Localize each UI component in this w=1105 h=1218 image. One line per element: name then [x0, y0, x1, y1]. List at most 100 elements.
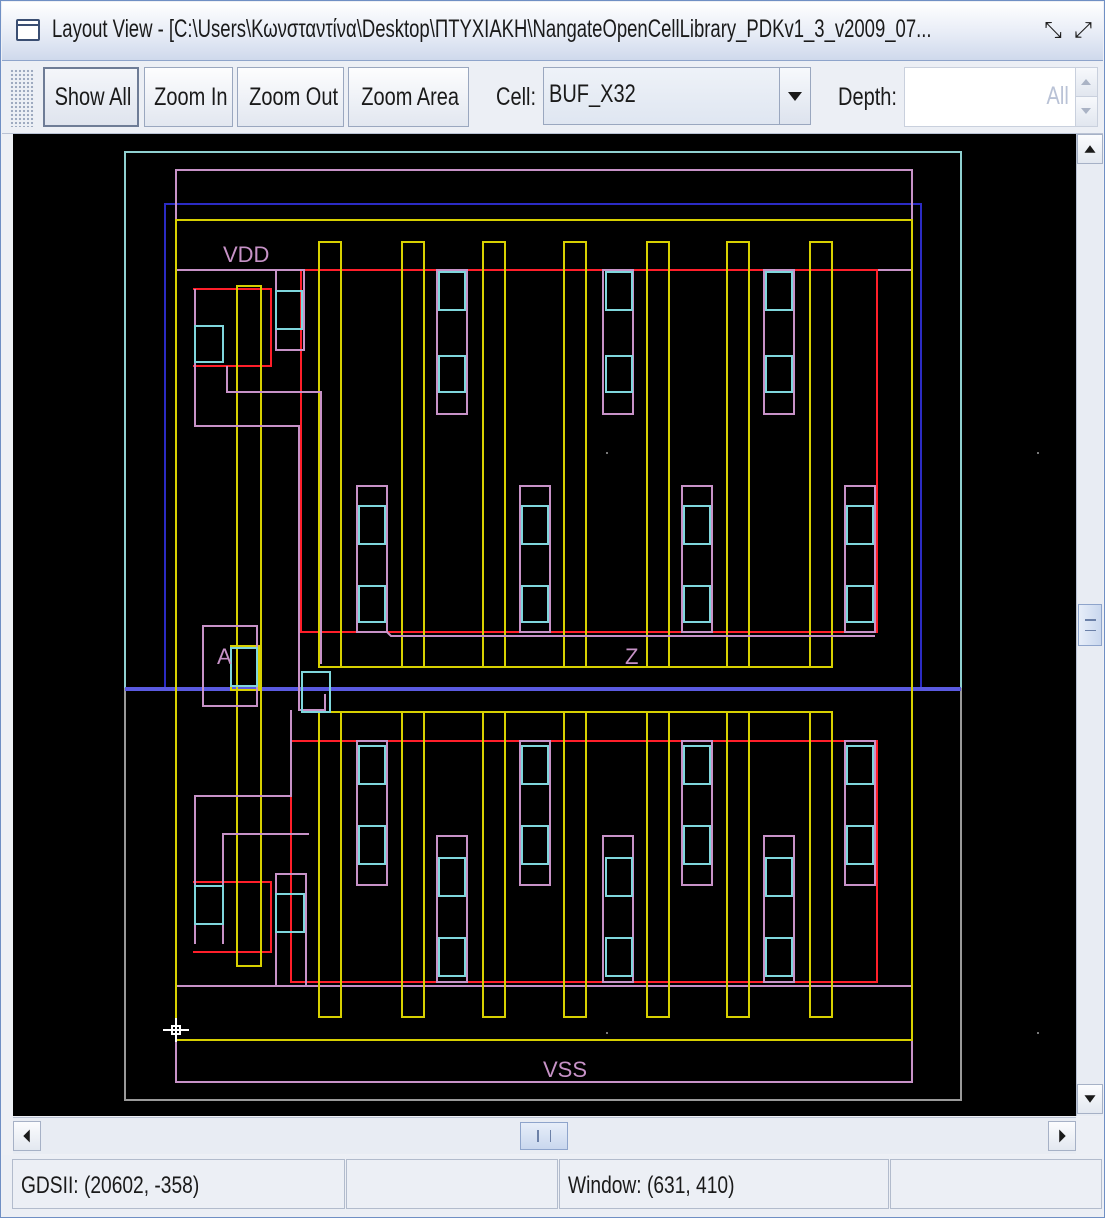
chevron-down-icon[interactable]	[779, 68, 810, 124]
active-input-n	[193, 881, 272, 953]
contact	[605, 355, 633, 393]
vertical-scroll-thumb[interactable]	[1078, 604, 1102, 646]
contact	[765, 937, 793, 977]
cell-select-value: BUF_X32	[549, 80, 636, 108]
contact	[765, 857, 793, 897]
contact	[521, 825, 549, 865]
poly-gate	[318, 711, 342, 1018]
metal-finger	[519, 740, 551, 886]
arrow-down-icon[interactable]	[1077, 1084, 1103, 1114]
spinner-down-icon[interactable]	[1075, 97, 1097, 126]
contact	[194, 885, 224, 925]
zoom-out-button[interactable]: Zoom Out	[237, 67, 344, 127]
metal-finger	[356, 740, 388, 886]
contact	[438, 937, 466, 977]
depth-spinner[interactable]: All	[904, 67, 1098, 127]
metal-finger	[844, 485, 876, 633]
window-icon[interactable]	[16, 19, 40, 41]
contact	[230, 647, 258, 687]
horizontal-scrollbar[interactable]	[13, 1117, 1076, 1154]
input-pin-a-label: A	[217, 644, 232, 669]
arrow-left-icon[interactable]	[13, 1121, 41, 1151]
poly-gate	[563, 241, 587, 668]
poly-gate	[318, 241, 342, 668]
toolbar: Show All Zoom In Zoom Out Zoom Area Cell…	[2, 61, 1103, 134]
window-coordinates-field: Window: (631, 410)	[559, 1159, 889, 1209]
metal-finger	[844, 740, 876, 886]
contact	[521, 505, 549, 545]
maximize-window-button[interactable]: ⤢	[1070, 17, 1096, 45]
contact	[846, 585, 874, 623]
contact	[194, 325, 224, 363]
poly-gate	[726, 711, 750, 1018]
metal-fingers-bottom	[194, 710, 876, 987]
metal-finger	[763, 269, 795, 415]
poly-gate	[401, 711, 425, 1018]
cell-select[interactable]: BUF_X32	[543, 67, 811, 125]
contact	[605, 271, 633, 311]
metal-finger	[681, 485, 713, 633]
metal-output-comb	[386, 631, 875, 637]
contact	[521, 745, 549, 785]
contact	[605, 937, 633, 977]
layout-canvas[interactable]: VDD VSS A Z	[13, 134, 1076, 1116]
metal-input-route-lower	[194, 710, 292, 944]
input-poly-pad	[230, 645, 260, 691]
title-bar[interactable]: Layout View - [C:\Users\Κωνσταντίνα\Desk…	[2, 2, 1103, 61]
metal-vdd-tap	[275, 269, 305, 351]
poly-gate	[809, 241, 833, 668]
contact	[605, 857, 633, 897]
layout-drawing[interactable]: VDD VSS A Z	[13, 134, 1076, 1116]
poly-gate	[646, 241, 670, 668]
contacts	[194, 271, 874, 977]
contact	[683, 505, 711, 545]
depth-value: All	[1046, 82, 1069, 110]
vertical-scrollbar[interactable]	[1076, 134, 1103, 1116]
active-nmos	[290, 740, 878, 983]
metal-finger	[602, 835, 634, 983]
contact	[521, 585, 549, 623]
zoom-in-button[interactable]: Zoom In	[144, 67, 233, 127]
contact	[358, 505, 386, 545]
active-pmos	[300, 269, 878, 633]
contact	[358, 585, 386, 623]
metal-input-route	[194, 289, 326, 711]
status-empty-field	[346, 1159, 558, 1209]
contact	[438, 271, 466, 311]
metal-fingers-top	[194, 269, 876, 711]
metal-finger	[763, 835, 795, 983]
contact	[765, 271, 793, 311]
poly-frame	[175, 219, 913, 1041]
scrollbar-corner	[1076, 1117, 1103, 1154]
gds-coordinates-text: GDSII: (20602, -358)	[21, 1172, 200, 1199]
cell-boundary-top	[124, 151, 962, 690]
contact	[301, 671, 331, 713]
metal-finger	[602, 269, 634, 415]
metal-input-route-inner	[226, 366, 322, 664]
restore-window-button[interactable]: ⤡	[1040, 17, 1066, 45]
arrow-right-icon[interactable]	[1048, 1121, 1076, 1151]
horizontal-scroll-thumb[interactable]	[520, 1122, 568, 1150]
depth-label: Depth:	[838, 83, 897, 111]
active-input-p	[193, 288, 272, 367]
poly-gate	[401, 241, 425, 668]
spinner-up-icon[interactable]	[1075, 68, 1097, 97]
vss-label: VSS	[543, 1057, 587, 1082]
contact	[275, 893, 305, 933]
show-all-button[interactable]: Show All	[43, 67, 139, 127]
metal-input-route-lower-inner	[222, 833, 309, 944]
arrow-up-icon[interactable]	[1077, 134, 1103, 164]
toolbar-grip[interactable]	[10, 69, 34, 127]
poly-gate	[809, 711, 833, 1018]
contact	[358, 745, 386, 785]
contact	[438, 355, 466, 393]
metal-finger	[436, 835, 468, 983]
contact	[358, 825, 386, 865]
zoom-area-button[interactable]: Zoom Area	[348, 67, 469, 127]
maximize-icon: ⤢	[1074, 18, 1092, 43]
vdd-label: VDD	[223, 242, 269, 267]
restore-icon: ⤡	[1044, 18, 1062, 43]
window-coordinates-text: Window: (631, 410)	[568, 1172, 735, 1199]
status-empty-field-2	[890, 1159, 1102, 1209]
